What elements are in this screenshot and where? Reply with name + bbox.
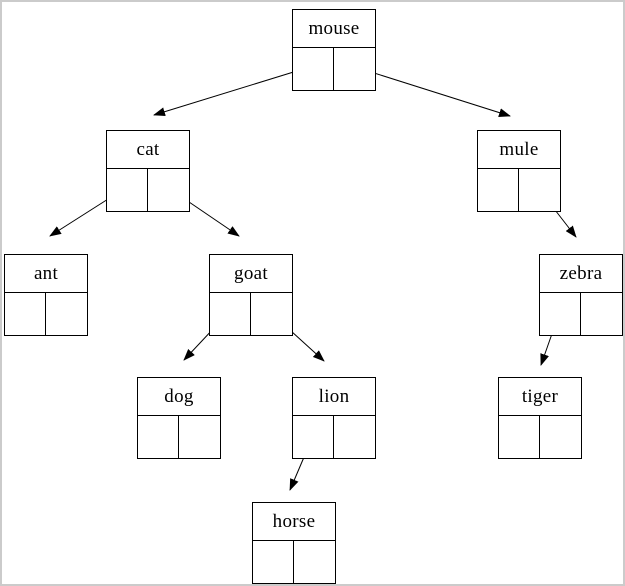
pointer-cells	[252, 541, 336, 584]
node-label: ant	[4, 254, 88, 293]
pointer-cells	[209, 293, 293, 336]
pointer-cells	[4, 293, 88, 336]
left-pointer-cell	[138, 416, 179, 458]
right-pointer-cell	[519, 169, 560, 211]
node-label: horse	[252, 502, 336, 541]
left-pointer-cell	[293, 48, 334, 90]
left-pointer-cell	[210, 293, 251, 335]
left-pointer-cell	[540, 293, 581, 335]
tree-node-tiger: tiger	[498, 377, 582, 459]
right-pointer-cell	[46, 293, 87, 335]
pointer-cells	[539, 293, 623, 336]
tree-node-horse: horse	[252, 502, 336, 584]
right-pointer-cell	[179, 416, 220, 458]
left-pointer-cell	[5, 293, 46, 335]
pointer-cells	[477, 169, 561, 212]
tree-node-ant: ant	[4, 254, 88, 336]
tree-node-zebra: zebra	[539, 254, 623, 336]
node-label: zebra	[539, 254, 623, 293]
pointer-cells	[137, 416, 221, 459]
tree-node-cat: cat	[106, 130, 190, 212]
tree-node-mouse: mouse	[292, 9, 376, 91]
node-label: mule	[477, 130, 561, 169]
pointer-cells	[292, 416, 376, 459]
tree-node-dog: dog	[137, 377, 221, 459]
pointer-cells	[498, 416, 582, 459]
right-pointer-cell	[148, 169, 189, 211]
right-pointer-cell	[334, 48, 375, 90]
pointer-cells	[292, 48, 376, 91]
node-label: lion	[292, 377, 376, 416]
edge-mouse-left-cat	[153, 65, 314, 117]
node-label: dog	[137, 377, 221, 416]
tree-node-mule: mule	[477, 130, 561, 212]
left-pointer-cell	[107, 169, 148, 211]
node-label: goat	[209, 254, 293, 293]
right-pointer-cell	[334, 416, 375, 458]
left-pointer-cell	[293, 416, 334, 458]
right-pointer-cell	[581, 293, 622, 335]
node-label: cat	[106, 130, 190, 169]
right-pointer-cell	[540, 416, 581, 458]
left-pointer-cell	[478, 169, 519, 211]
right-pointer-cell	[251, 293, 292, 335]
node-label: mouse	[292, 9, 376, 48]
tree-node-lion: lion	[292, 377, 376, 459]
left-pointer-cell	[499, 416, 540, 458]
node-label: tiger	[498, 377, 582, 416]
right-pointer-cell	[294, 541, 335, 583]
tree-node-goat: goat	[209, 254, 293, 336]
pointer-cells	[106, 169, 190, 212]
left-pointer-cell	[253, 541, 294, 583]
